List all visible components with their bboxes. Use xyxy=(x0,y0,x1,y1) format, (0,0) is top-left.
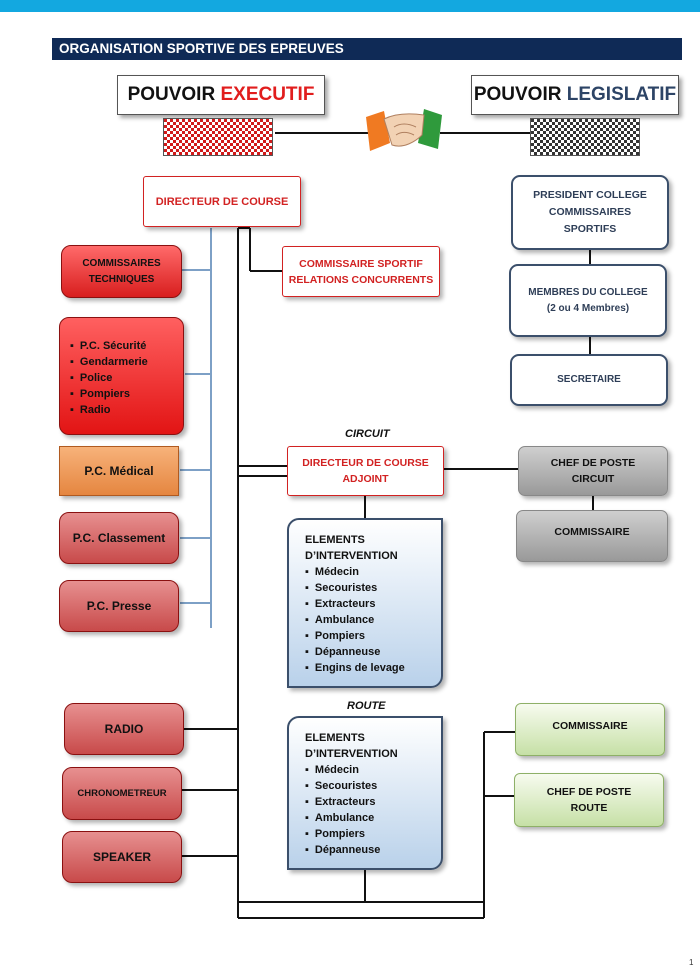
pc-classement-box: P.C. Classement xyxy=(59,512,179,564)
secretaire-box: SECRETAIRE xyxy=(510,354,668,406)
pc-securite-item: Police xyxy=(70,370,183,386)
elements-route-box: ELEMENTS D’INTERVENTION Médecin Secouris… xyxy=(287,716,443,870)
president-college-box: PRESIDENT COLLEGE COMMISSAIRES SPORTIFS xyxy=(511,175,669,250)
pouvoir-legislatif-prefix: POUVOIR xyxy=(473,84,567,105)
pc-securite-box: P.C. Sécurité Gendarmerie Police Pompier… xyxy=(59,317,184,435)
elements-route-item: Ambulance xyxy=(305,810,441,826)
executive-checker-block xyxy=(163,118,273,156)
pc-securite-item: Radio xyxy=(70,402,183,418)
directeur-de-course-box: DIRECTEUR DE COURSE xyxy=(143,176,301,227)
membres-college-box: MEMBRES DU COLLEGE (2 ou 4 Membres) xyxy=(509,264,667,337)
elements-route-title: ELEMENTS D’INTERVENTION xyxy=(305,732,398,760)
elements-route-item: Secouristes xyxy=(305,778,441,794)
pc-securite-item: Gendarmerie xyxy=(70,354,183,370)
top-bar xyxy=(0,0,700,12)
elements-circuit-title: ELEMENTS D’INTERVENTION xyxy=(305,534,398,562)
elements-route-item: Dépanneuse xyxy=(305,842,441,858)
elements-circuit-item: Pompiers xyxy=(305,628,441,644)
handshake-icon xyxy=(366,109,442,151)
commissaire-route-box: COMMISSAIRE xyxy=(515,703,665,756)
page-number: 1 xyxy=(689,958,694,967)
elements-circuit-item: Secouristes xyxy=(305,580,441,596)
pouvoir-legislatif-accent: LEGISLATIF xyxy=(566,84,677,105)
elements-circuit-item: Ambulance xyxy=(305,612,441,628)
pouvoir-executif-prefix: POUVOIR xyxy=(127,84,221,105)
legislative-checker-block xyxy=(530,118,640,156)
elements-circuit-box: ELEMENTS D’INTERVENTION Médecin Secouris… xyxy=(287,518,443,688)
pc-securite-item: P.C. Sécurité xyxy=(70,338,183,354)
pc-presse-box: P.C. Presse xyxy=(59,580,179,632)
chronometreur-box: CHRONOMETREUR xyxy=(62,767,182,820)
chef-poste-circuit-box: CHEF DE POSTE CIRCUIT xyxy=(518,446,668,496)
elements-route-item: Pompiers xyxy=(305,826,441,842)
pc-securite-item: Pompiers xyxy=(70,386,183,402)
commissaires-techniques-box: COMMISSAIRES TECHNIQUES xyxy=(61,245,182,298)
membres-college-label: MEMBRES DU COLLEGE xyxy=(528,286,648,298)
pc-medical-box: P.C. Médical xyxy=(59,446,179,496)
elements-circuit-item: Dépanneuse xyxy=(305,644,441,660)
pouvoir-legislatif-box: POUVOIR LEGISLATIF xyxy=(471,75,679,115)
radio-box: RADIO xyxy=(64,703,184,755)
pouvoir-executif-accent: EXECUTIF xyxy=(220,84,315,105)
elements-circuit-item: Médecin xyxy=(305,564,441,580)
route-label: ROUTE xyxy=(347,700,386,712)
pouvoir-executif-box: POUVOIR EXECUTIF xyxy=(117,75,325,115)
membres-college-sub: (2 ou 4 Membres) xyxy=(546,302,630,314)
commissaire-circuit-box: COMMISSAIRE xyxy=(516,510,668,562)
elements-circuit-item: Extracteurs xyxy=(305,596,441,612)
elements-route-item: Extracteurs xyxy=(305,794,441,810)
speaker-box: SPEAKER xyxy=(62,831,182,883)
chef-poste-route-box: CHEF DE POSTE ROUTE xyxy=(514,773,664,827)
circuit-label: CIRCUIT xyxy=(345,428,390,440)
directeur-adjoint-box: DIRECTEUR DE COURSE ADJOINT xyxy=(287,446,444,496)
page-title: ORGANISATION SPORTIVE DES EPREUVES xyxy=(52,38,682,60)
elements-route-item: Médecin xyxy=(305,762,441,778)
commissaire-sportif-box: COMMISSAIRE SPORTIF RELATIONS CONCURRENT… xyxy=(282,246,440,297)
elements-circuit-item: Engins de levage xyxy=(305,660,441,676)
